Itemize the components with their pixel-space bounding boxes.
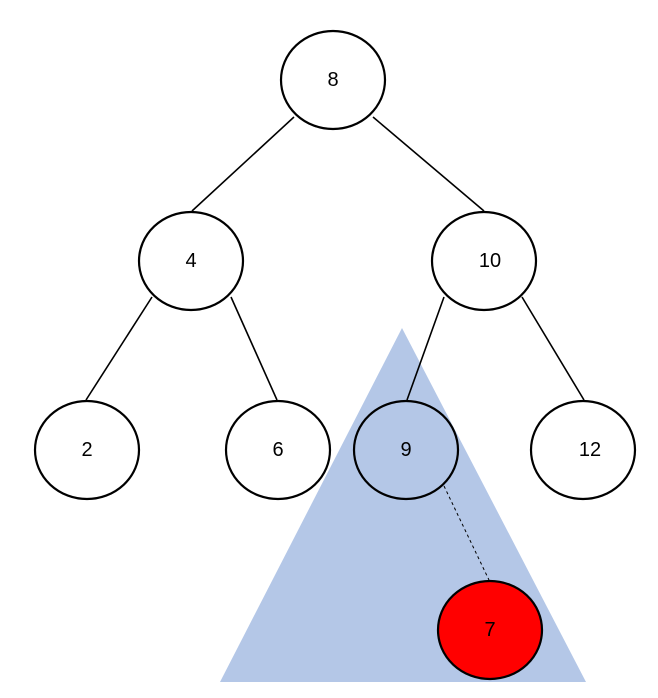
node-circle [279,29,387,131]
node-label: 6 [272,439,283,461]
edge-9-7 [443,485,490,581]
node-label: 9 [400,439,411,461]
tree-edges [85,116,585,581]
node-circle [529,399,637,501]
node-circle [436,579,544,681]
node-label: 4 [185,250,196,272]
tree-node-9: 9 [352,399,460,501]
node-label: 12 [579,439,601,461]
node-circle [137,210,245,312]
node-label: 8 [327,69,338,91]
tree-node-8: 8 [279,29,387,131]
edge-4-6 [230,296,278,401]
node-label: 10 [479,250,501,272]
node-circle [352,399,460,501]
node-circle [430,210,538,312]
edge-10-9 [406,296,445,401]
edge-8-10 [372,116,485,212]
tree-node-10: 10 [430,210,538,312]
edge-10-12 [521,296,585,401]
node-circle [224,399,332,501]
tree-node-2: 2 [33,399,141,501]
tree-node-6: 6 [224,399,332,501]
tree-node-12: 12 [529,399,637,501]
edge-8-4 [191,116,295,212]
tree-node-7-highlighted: 7 [436,579,544,681]
tree-node-4: 4 [137,210,245,312]
node-label: 2 [81,439,92,461]
node-circle [33,399,141,501]
edge-4-2 [85,296,153,401]
node-label: 7 [484,619,495,641]
